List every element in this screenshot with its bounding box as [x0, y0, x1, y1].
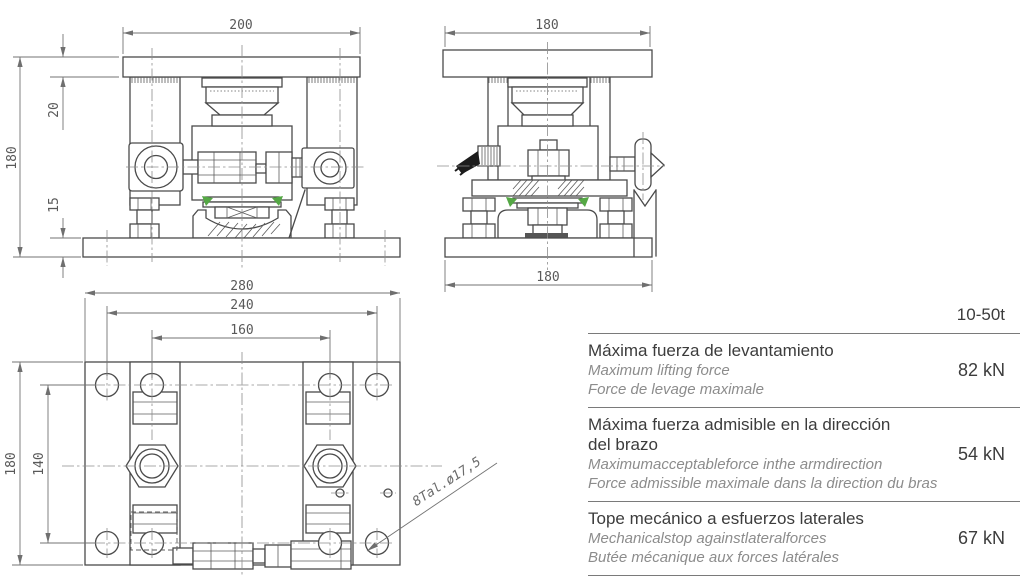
spec-value: 82 kN — [957, 359, 1005, 380]
table-row: Tope mecánico a esfuerzos laterales Mech… — [588, 502, 1020, 576]
spec-row-text: Máxima fuerza admisible en la dirección … — [588, 415, 954, 493]
dim-top-plate-thickness: 20 — [47, 102, 62, 118]
dim-front-width: 200 — [229, 18, 252, 33]
dim-plan-base-width: 280 — [230, 280, 253, 294]
spec-table: 10-50t Máxima fuerza de levantamiento Ma… — [588, 296, 1020, 576]
spec-title-es: Máxima fuerza admisible en la dirección … — [588, 415, 891, 454]
side-view-geometry — [437, 42, 665, 270]
spec-subtitle-fr: Force admissible maximale dans la direct… — [588, 474, 938, 492]
capacity-range-header: 10-50t — [588, 296, 1020, 334]
plan-view-drawing: 280 240 160 180 140 8Tal.ø17,5 — [4, 280, 498, 576]
spec-subtitle-en: Maximumacceptableforce inthe armdirectio… — [588, 456, 883, 473]
dim-plan-hole-spacing: 140 — [32, 452, 47, 475]
spec-subtitle-fr: Force de levage maximale — [588, 380, 764, 398]
table-row: Máxima fuerza admisible en la dirección … — [588, 408, 1020, 502]
dim-plan-base-depth: 180 — [4, 452, 19, 475]
side-view-drawing: 180 180 — [437, 18, 665, 292]
plan-view-geometry — [62, 352, 442, 576]
front-view-dimensions: 200 180 20 15 — [5, 18, 361, 278]
dim-front-height: 180 — [5, 146, 20, 169]
dim-side-width-top: 180 — [535, 18, 558, 33]
spec-subtitle-en: Maximum lifting force — [588, 362, 730, 379]
spec-value: 67 kN — [957, 527, 1005, 548]
front-view-drawing: 200 180 20 15 — [5, 18, 401, 278]
side-view-dimensions: 180 180 — [444, 18, 653, 292]
spec-row-text: Máxima fuerza de levantamiento Maximum l… — [588, 341, 954, 399]
spec-subtitle-fr: Butée mécanique aux forces latérales — [588, 548, 839, 566]
table-row: Máxima fuerza de levantamiento Maximum l… — [588, 334, 1020, 408]
front-view-geometry — [82, 45, 401, 268]
dim-plan-bolt-outer: 240 — [230, 298, 253, 313]
dim-plan-bolt-inner: 160 — [230, 323, 253, 338]
dim-holes-note: 8Tal.ø17,5 — [410, 454, 484, 509]
dim-base-plate-thickness: 15 — [47, 197, 62, 213]
spec-row-text: Tope mecánico a esfuerzos laterales Mech… — [588, 509, 954, 567]
spec-value: 54 kN — [957, 443, 1005, 464]
spec-subtitle-en: Mechanicalstop againstlateralforces — [588, 530, 827, 547]
dim-side-width-bottom: 180 — [536, 270, 559, 285]
spec-title-es: Máxima fuerza de levantamiento — [588, 341, 834, 360]
spec-title-es: Tope mecánico a esfuerzos laterales — [588, 509, 864, 528]
